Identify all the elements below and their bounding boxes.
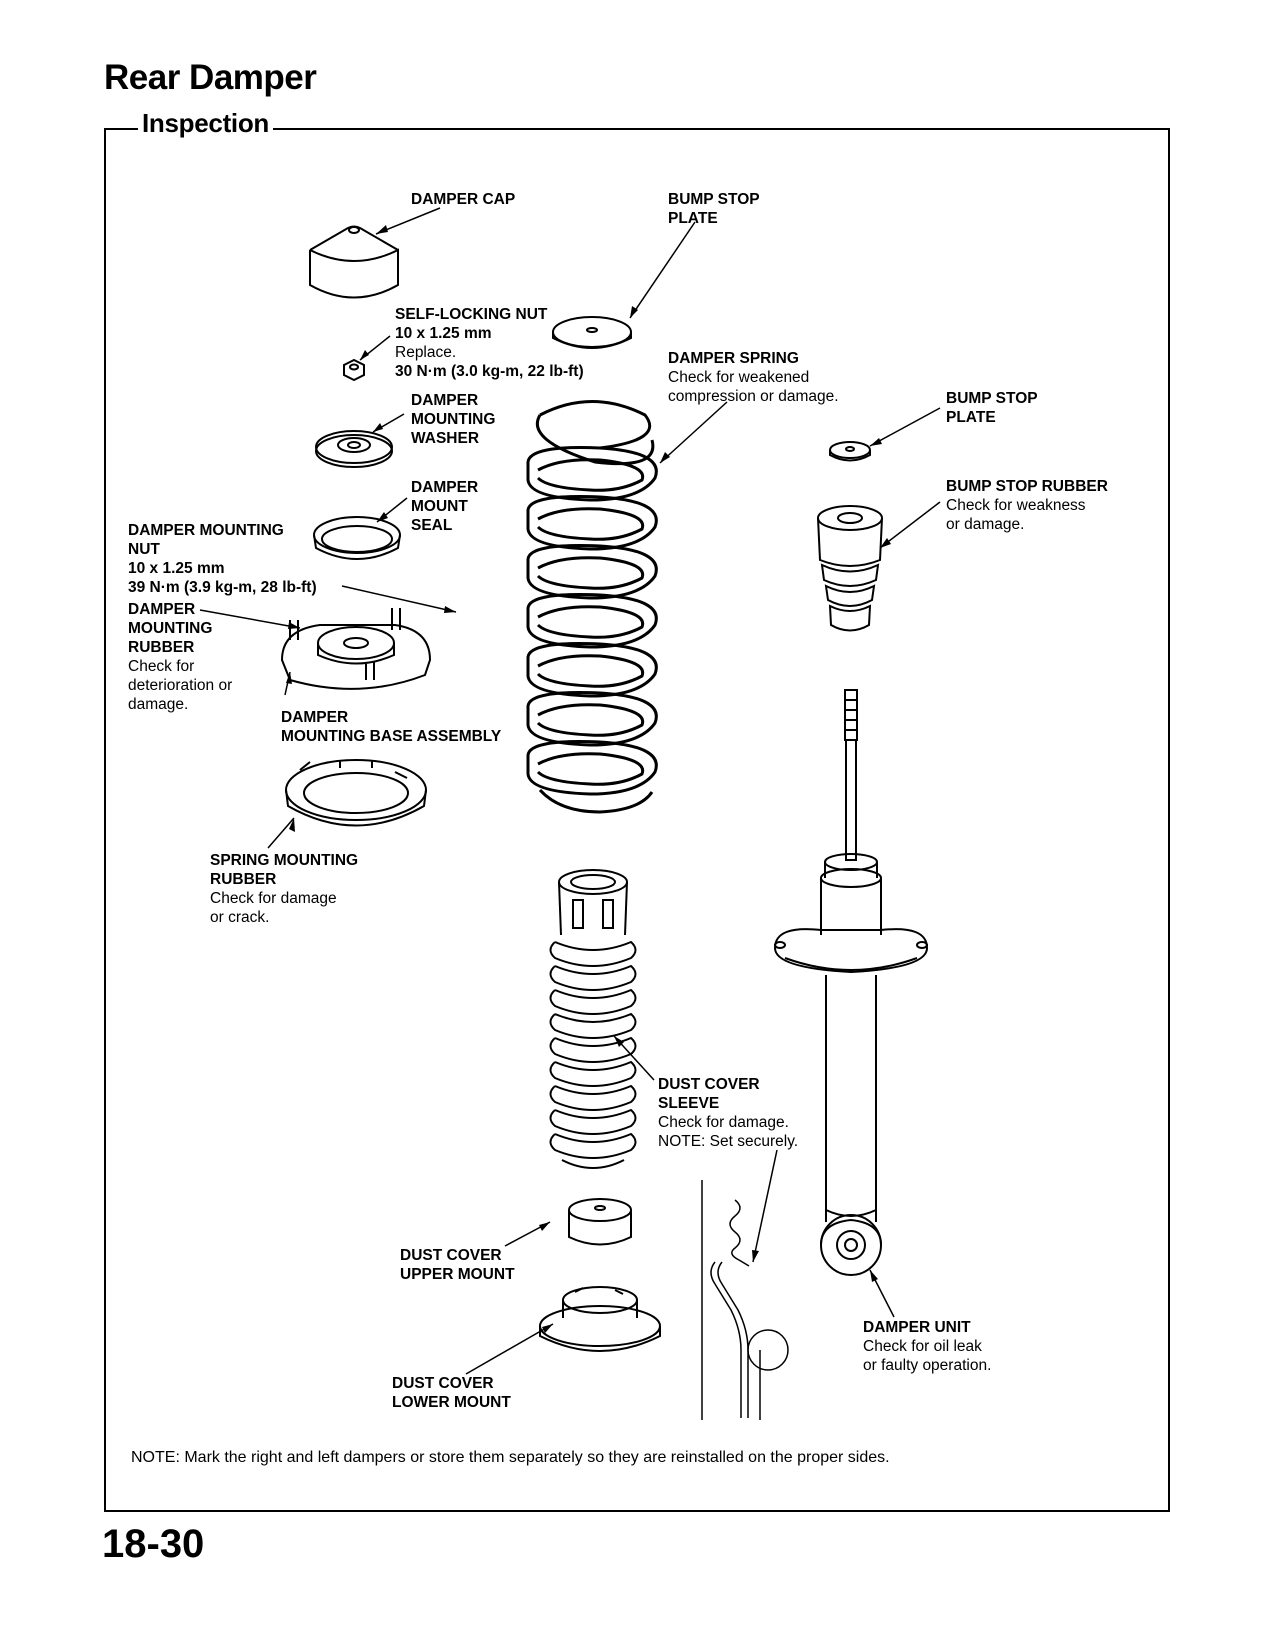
- damper-mounting-base-title-2: MOUNTING BASE ASSEMBLY: [281, 728, 502, 745]
- damper-mounting-nut-size: 10 x 1.25 mm: [128, 560, 225, 577]
- damper-mount-seal-title-1: DAMPER: [411, 479, 479, 496]
- damper-cap-part: [309, 225, 399, 299]
- damper-mounting-nut-title: DAMPER MOUNTING: [128, 522, 284, 539]
- spring-mounting-rubber-title-2: RUBBER: [210, 871, 277, 888]
- spring-mounting-rubber-check-1: Check for damage: [210, 890, 337, 907]
- bump-stop-rubber-part: [817, 505, 883, 632]
- dust-cover-upper-mount-part: [568, 1198, 632, 1246]
- bump-stop-plate-lower-title-2: PLATE: [946, 409, 996, 426]
- dust-cover-lower-mount-title-1: DUST COVER: [392, 1375, 494, 1392]
- dust-cover-sleeve-check: Check for damage.: [658, 1114, 789, 1131]
- self-locking-nut-part: [343, 358, 365, 382]
- damper-mount-seal-title-2: MOUNT: [411, 498, 468, 515]
- label-bump-stop-plate-lower: BUMP STOP PLATE: [946, 389, 1038, 427]
- label-damper-mounting-rubber: DAMPER MOUNTING RUBBER Check for deterio…: [128, 600, 232, 714]
- bump-stop-plate-lower-part: [829, 441, 871, 462]
- dust-cover-upper-mount-title-2: UPPER MOUNT: [400, 1266, 515, 1283]
- damper-mounting-rubber-check-2: deterioration or: [128, 677, 233, 694]
- self-locking-nut-torque: 30 N·m (3.0 kg-m, 22 lb-ft): [395, 363, 584, 380]
- damper-unit-check-2: or faulty operation.: [863, 1357, 992, 1374]
- label-damper-mounting-base-assembly: DAMPER MOUNTING BASE ASSEMBLY: [281, 708, 501, 746]
- damper-spring-check-2: compression or damage.: [668, 388, 839, 405]
- spring-mounting-rubber-title-1: SPRING MOUNTING: [210, 852, 359, 869]
- label-damper-unit: DAMPER UNIT Check for oil leak or faulty…: [863, 1318, 991, 1375]
- damper-mounting-rubber-title-1: DAMPER: [128, 601, 196, 618]
- dust-cover-lower-mount-title-2: LOWER MOUNT: [392, 1394, 511, 1411]
- damper-mounting-base-part: [280, 608, 432, 690]
- label-bump-stop-plate-upper: BUMP STOP PLATE: [668, 190, 760, 228]
- damper-mounting-washer-title-1: DAMPER: [411, 392, 479, 409]
- label-damper-mounting-washer: DAMPER MOUNTING WASHER: [411, 391, 495, 448]
- damper-mounting-nut-title-2: NUT: [128, 541, 160, 558]
- damper-unit-part: [773, 689, 929, 1276]
- label-dust-cover-lower-mount: DUST COVER LOWER MOUNT: [392, 1374, 511, 1412]
- self-locking-nut-size: 10 x 1.25 mm: [395, 325, 492, 342]
- dust-cover-detail-inset: [701, 1180, 789, 1420]
- diagram-frame: [104, 128, 1170, 1512]
- spring-mounting-rubber-part: [285, 759, 427, 827]
- label-dust-cover-upper-mount: DUST COVER UPPER MOUNT: [400, 1246, 515, 1284]
- damper-mounting-washer-part: [315, 430, 393, 468]
- page-number: 18-30: [102, 1522, 205, 1566]
- label-damper-mount-seal: DAMPER MOUNT SEAL: [411, 478, 478, 535]
- dust-cover-lower-mount-part: [539, 1286, 661, 1352]
- label-damper-cap: DAMPER CAP: [411, 190, 515, 209]
- label-dust-cover-sleeve: DUST COVER SLEEVE Check for damage. NOTE…: [658, 1075, 798, 1151]
- spring-mounting-rubber-check-2: or crack.: [210, 909, 270, 926]
- damper-mounting-nut-torque: 39 N·m (3.9 kg-m, 28 lb-ft): [128, 579, 317, 596]
- damper-mounting-rubber-check-3: damage.: [128, 696, 189, 713]
- label-bump-stop-rubber: BUMP STOP RUBBER Check for weakness or d…: [946, 477, 1108, 534]
- damper-mounting-rubber-title-3: RUBBER: [128, 639, 195, 656]
- label-damper-spring: DAMPER SPRING Check for weakened compres…: [668, 349, 839, 406]
- damper-spring-part: [526, 400, 658, 814]
- bump-stop-plate-upper-part: [552, 316, 632, 349]
- damper-mount-seal-title-3: SEAL: [411, 517, 453, 534]
- damper-spring-title: DAMPER SPRING: [668, 350, 799, 367]
- leader-arrowheads: [286, 225, 891, 1333]
- label-spring-mounting-rubber: SPRING MOUNTING RUBBER Check for damage …: [210, 851, 358, 927]
- bump-stop-rubber-check-2: or damage.: [946, 516, 1025, 533]
- label-self-locking-nut: SELF-LOCKING NUT 10 x 1.25 mm Replace. 3…: [395, 305, 584, 381]
- page-title: Rear Damper: [104, 58, 317, 97]
- dust-cover-sleeve-note: NOTE: Set securely.: [658, 1133, 799, 1150]
- damper-mounting-rubber-check-1: Check for: [128, 658, 195, 675]
- self-locking-nut-instruction: Replace.: [395, 344, 457, 361]
- damper-mounting-washer-title-3: WASHER: [411, 430, 480, 447]
- damper-mounting-washer-title-2: MOUNTING: [411, 411, 496, 428]
- dust-cover-upper-mount-title-1: DUST COVER: [400, 1247, 502, 1264]
- section-title: Inspection: [138, 108, 274, 139]
- label-damper-mounting-nut: DAMPER MOUNTING NUT 10 x 1.25 mm 39 N·m …: [128, 521, 317, 597]
- damper-cap-title: DAMPER CAP: [411, 191, 516, 208]
- bump-stop-rubber-title: BUMP STOP RUBBER: [946, 478, 1108, 495]
- damper-mounting-rubber-title-2: MOUNTING: [128, 620, 213, 637]
- dust-cover-sleeve-part: [549, 869, 637, 1169]
- damper-unit-check-1: Check for oil leak: [863, 1338, 982, 1355]
- bump-stop-plate-upper-title-2: PLATE: [668, 210, 718, 227]
- bump-stop-plate-lower-title: BUMP STOP: [946, 390, 1038, 407]
- damper-unit-title: DAMPER UNIT: [863, 1319, 971, 1336]
- bump-stop-plate-upper-title: BUMP STOP: [668, 191, 760, 208]
- bump-stop-rubber-check-1: Check for weakness: [946, 497, 1086, 514]
- dust-cover-sleeve-title-1: DUST COVER: [658, 1076, 760, 1093]
- damper-mount-seal-part: [313, 516, 401, 560]
- damper-mounting-base-title-1: DAMPER: [281, 709, 349, 726]
- self-locking-nut-title: SELF-LOCKING NUT: [395, 306, 548, 323]
- dust-cover-sleeve-title-2: SLEEVE: [658, 1095, 720, 1112]
- damper-spring-check-1: Check for weakened: [668, 369, 810, 386]
- bottom-note: NOTE: Mark the right and left dampers or…: [131, 1449, 890, 1466]
